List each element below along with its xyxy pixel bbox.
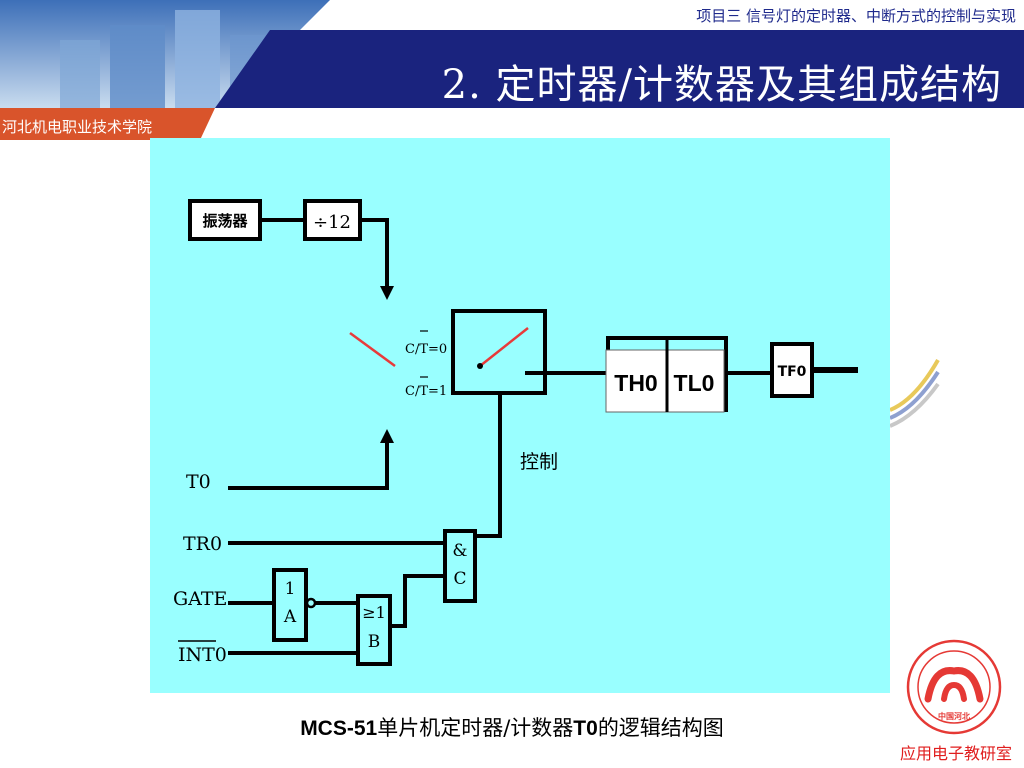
timer-logic-diagram: 振荡器 ÷12 C/T=0 C/T=1 TH0 TL0 TF0 控制 T0 TR… (150, 138, 890, 693)
switch-label-bottom: C/T=1 (405, 384, 447, 399)
gate-label: GATE (173, 588, 227, 610)
gate-b-bottom-label: B (368, 632, 381, 652)
caption-part-2: 单片机定时器/计数器 (377, 716, 574, 740)
figure-caption: MCS-51单片机定时器/计数器T0的逻辑结构图 (0, 712, 1024, 742)
caption-part-3: T0 (573, 717, 598, 740)
gate-a-top-label: 1 (285, 579, 296, 599)
tf0-label: TF0 (778, 364, 807, 380)
int0-label: INT0 (178, 644, 227, 666)
school-seal-logo: 中国河北 (906, 639, 1002, 735)
caption-part-1: MCS-51 (300, 717, 378, 740)
gate-b-box (356, 594, 392, 666)
tr0-label: TR0 (183, 533, 222, 555)
tf0-box (770, 342, 814, 398)
counter-panel (605, 349, 725, 413)
course-title: 项目三 信号灯的定时器、中断方式的控制与实现 (696, 7, 1016, 25)
arrow-down (380, 286, 394, 300)
gate-a-box (272, 568, 308, 642)
seal-text: 中国河北 (938, 711, 970, 721)
t0-label: T0 (186, 471, 211, 493)
divider-box (303, 199, 362, 241)
gate-c-box (443, 529, 477, 603)
gate-a-bottom-label: A (283, 607, 297, 627)
department-name: 应用电子教研室 (899, 744, 1012, 763)
caption-part-4: 的逻辑结构图 (597, 716, 724, 740)
diagram-svg: 振荡器 ÷12 C/T=0 C/T=1 TH0 TL0 TF0 控制 T0 TR… (173, 199, 858, 666)
oscillator-label: 振荡器 (202, 212, 248, 230)
control-label: 控制 (520, 451, 558, 473)
switch-contact-right (479, 327, 529, 367)
switch-label-top: C/T=0 (405, 342, 447, 357)
tl0-label: TL0 (674, 370, 715, 396)
school-name: 河北机电职业技术学院 (2, 118, 153, 136)
decorative-cables (890, 359, 940, 428)
gate-c-top-label: & (452, 541, 467, 561)
oscillator-box (188, 199, 262, 241)
slide-title: 2. 定时器/计数器及其组成结构 (441, 62, 1002, 108)
header-banner (0, 0, 1024, 140)
divider-label: ÷12 (313, 212, 351, 233)
gate-c-bottom-label: C (453, 569, 466, 589)
arrow-up (380, 429, 394, 443)
gate-b-top-label: ≥1 (362, 603, 386, 622)
th0-label: TH0 (614, 370, 657, 396)
inverter-bubble (305, 597, 317, 609)
switch-contact-left (349, 331, 396, 368)
